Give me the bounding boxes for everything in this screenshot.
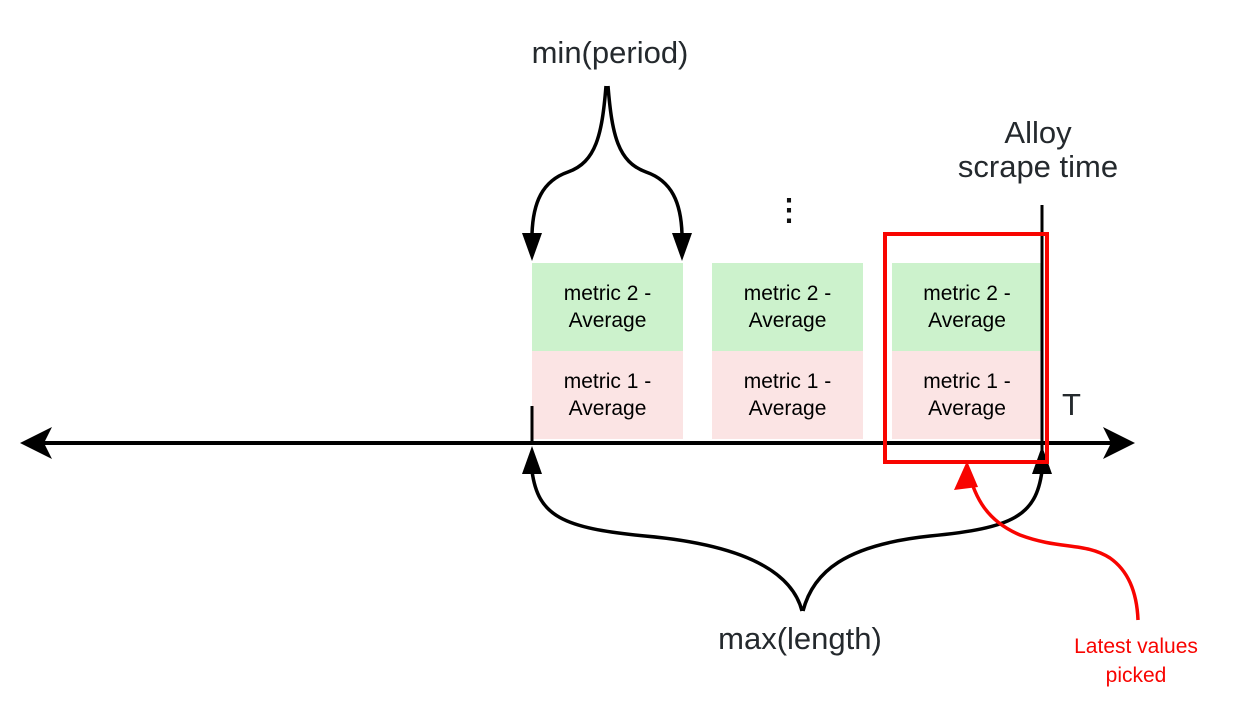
metric1-label-line2: Average [568, 397, 647, 420]
metric2-label-line2: Average [568, 309, 647, 332]
sample-window-2: metric 2 - Average metric 1 - Average [712, 263, 863, 439]
latest-values-label: Latest values picked [1046, 632, 1226, 690]
vertical-ellipsis: ⋮ [774, 194, 804, 227]
metric1-label-line1: metric 1 - [743, 370, 832, 393]
alloy-scrape-time-line2: scrape time [957, 149, 1119, 184]
min-period-brace-left [530, 85, 608, 235]
metric1-average-box: metric 1 - Average [892, 351, 1042, 439]
alloy-scrape-time-line1: Alloy [1004, 115, 1072, 150]
sample-window-3: metric 2 - Average metric 1 - Average [892, 263, 1042, 439]
min-period-arrowhead-left [522, 233, 542, 261]
metric1-label-line2: Average [748, 397, 827, 420]
max-length-label: max(length) [718, 621, 882, 656]
metric2-average-box: metric 2 - Average [712, 263, 863, 351]
latest-values-arrow [966, 469, 1140, 621]
metric1-label-line2: Average [928, 397, 1006, 420]
min-period-label: min(period) [531, 35, 689, 70]
alloy-scrape-time-label: Alloy scrape time [938, 116, 1138, 184]
axis-arrowhead-right [1103, 427, 1135, 459]
min-period-arrowhead-right [672, 233, 692, 261]
metric1-label-line1: metric 1 - [923, 370, 1011, 393]
max-length-brace-right [801, 470, 1044, 612]
latest-values-line2: picked [1105, 664, 1167, 687]
metric2-label-line1: metric 2 - [563, 282, 652, 305]
metric2-label-line2: Average [928, 309, 1006, 332]
sample-window-1: metric 2 - Average metric 1 - Average [532, 263, 683, 439]
metric2-label-line2: Average [748, 309, 827, 332]
metric2-average-box: metric 2 - Average [532, 263, 683, 351]
axis-arrowhead-left [20, 427, 52, 459]
metric2-label-line1: metric 2 - [743, 282, 832, 305]
metric1-average-box: metric 1 - Average [532, 351, 683, 439]
metric2-average-box: metric 2 - Average [892, 263, 1042, 351]
min-period-brace-right [606, 85, 684, 235]
max-length-arrowhead-left [522, 446, 542, 474]
max-length-brace-left [530, 470, 804, 612]
latest-values-line1: Latest values [1074, 635, 1198, 658]
metric1-average-box: metric 1 - Average [712, 351, 863, 439]
metric1-label-line1: metric 1 - [563, 370, 652, 393]
max-length-arrowhead-right [1032, 446, 1052, 474]
metric2-label-line1: metric 2 - [923, 282, 1011, 305]
latest-values-arrowhead [954, 461, 978, 490]
axis-t-label: T [1062, 387, 1081, 422]
